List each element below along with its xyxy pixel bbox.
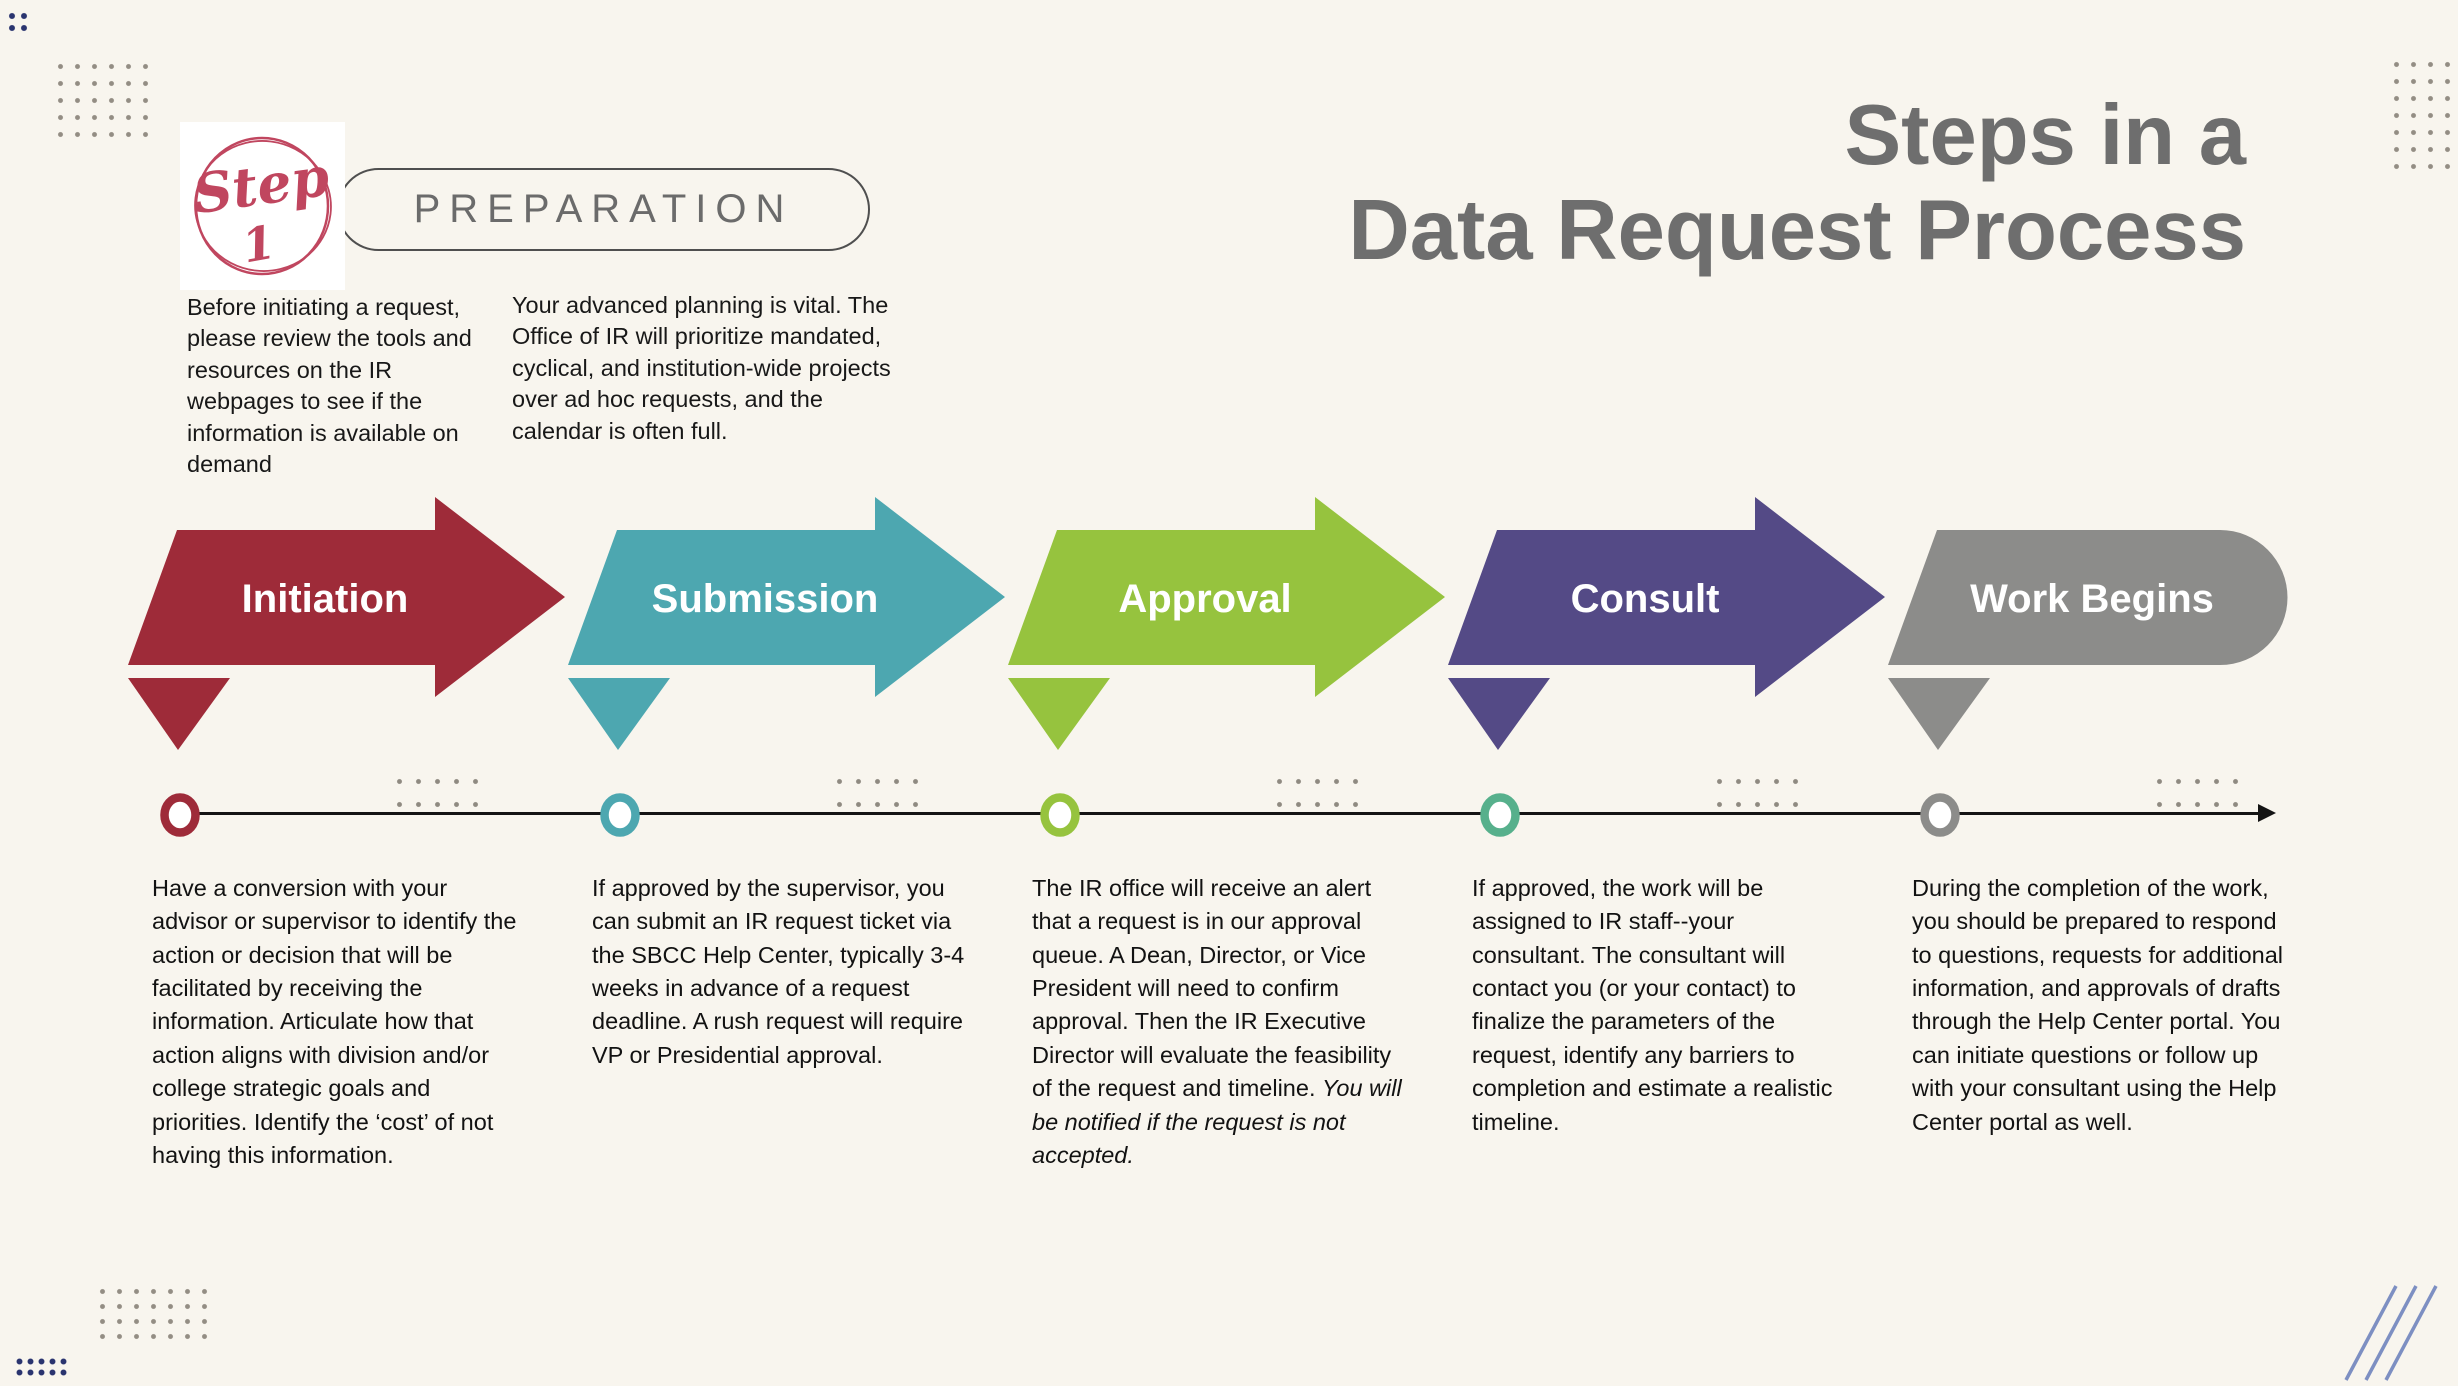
work-begins-banner-icon: Work Begins [1888, 530, 2288, 750]
step-1-badge: Step 1 [180, 122, 345, 290]
step-label: Approval [1118, 577, 1291, 621]
page-title-line-2: Data Request Process [1348, 183, 2246, 279]
dot-grid-step-4 [1710, 770, 1805, 816]
timeline-node-icon [600, 793, 640, 837]
timeline-node-icon [1480, 793, 1520, 837]
step-1-badge-circle-icon: Step 1 [189, 136, 333, 276]
step-description: Have a conversion with your advisor or s… [152, 875, 517, 1168]
timeline-line [180, 812, 2262, 815]
step-badge-number: 1 [238, 215, 279, 274]
dot-grid-top-right [2388, 56, 2456, 175]
step-group-submission: Submission If approved by the supervisor… [560, 0, 1020, 1386]
step-description: The IR office will receive an alert that… [1032, 875, 1402, 1168]
corner-dots-top-left [6, 10, 30, 34]
preparation-label: PREPARATION [413, 187, 794, 231]
step-description: If approved, the work will be assigned t… [1472, 875, 1833, 1135]
timeline-arrowhead-icon [2258, 804, 2276, 822]
dot-grid-step-2 [830, 770, 925, 816]
submission-arrow-icon: Submission [568, 497, 1005, 750]
dot-grid-step-3 [1270, 770, 1365, 816]
page-title-line-1: Steps in a [1844, 88, 2246, 183]
preparation-pill: PREPARATION [337, 168, 870, 251]
approval-arrow-icon: Approval [1008, 497, 1445, 750]
step-label: Consult [1571, 577, 1720, 621]
step-group-approval: Approval The IR office will receive an a… [1000, 0, 1460, 1386]
step-label: Initiation [242, 577, 409, 621]
diagonal-lines-decoration [2344, 1285, 2438, 1381]
initiation-arrow-icon: Initiation [128, 497, 565, 750]
step-description: During the completion of the work, you s… [1912, 875, 2284, 1135]
step-description: If approved by the supervisor, you can s… [592, 875, 965, 1068]
step-label: Work Begins [1970, 577, 2214, 621]
step-label: Submission [652, 577, 879, 621]
dot-grid-step-1 [390, 770, 485, 816]
timeline-node-icon [160, 793, 200, 837]
dot-grid-top-left [52, 58, 154, 143]
consult-arrow-icon: Consult [1448, 497, 1885, 750]
intro-paragraph-left: Before initiating a request, please revi… [187, 294, 472, 478]
dot-grid-step-5 [2150, 770, 2245, 816]
intro-paragraph-right: Your advanced planning is vital. The Off… [512, 292, 891, 444]
timeline-node-icon [1920, 793, 1960, 837]
step-group-work-begins: Work Begins During the completion of the… [1880, 0, 2340, 1386]
step-badge-word: Step [189, 144, 333, 226]
step-group-initiation: Initiation Have a conversion with your a… [120, 0, 580, 1386]
dot-grid-bottom-left [94, 1284, 213, 1344]
corner-dots-bottom-left [14, 1356, 69, 1378]
timeline-node-icon [1040, 793, 1080, 837]
step-group-consult: Consult If approved, the work will be as… [1440, 0, 1900, 1386]
page-title: Steps in a Data Request Process [1348, 88, 2246, 278]
